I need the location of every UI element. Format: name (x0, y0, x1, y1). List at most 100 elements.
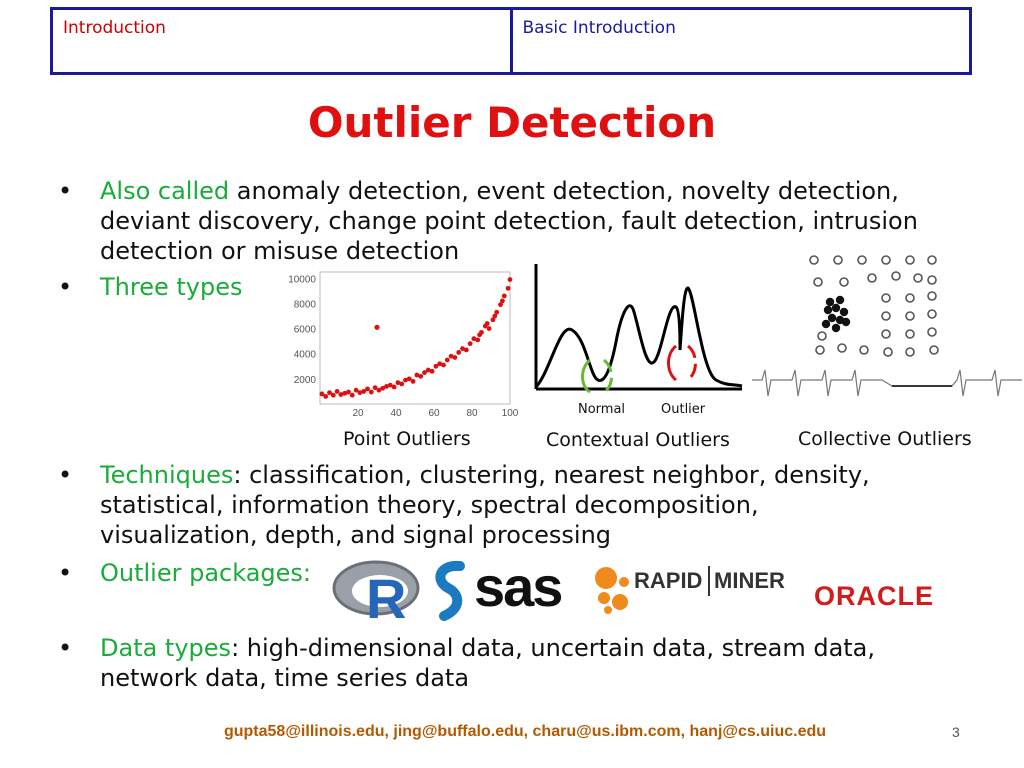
bullet-text: visualization, depth, and signal process… (100, 521, 612, 549)
scatter-point (484, 321, 490, 326)
bullet-text: deviant discovery, change point detectio… (100, 207, 918, 235)
plot-frame (319, 271, 511, 405)
normal-point (891, 271, 901, 281)
collective-outliers-signal (752, 369, 1022, 397)
scatter-point (498, 302, 503, 308)
header-subsection: Basic Introduction (522, 18, 676, 38)
normal-point (927, 291, 937, 301)
scatter-point (441, 362, 446, 368)
bullet-dot: • (58, 177, 73, 205)
r-logo: R (330, 558, 422, 630)
scatter-outlier-point (374, 324, 380, 330)
collective-outlier-point (831, 303, 841, 313)
normal-point (905, 329, 915, 339)
bullet-lead: Techniques (100, 461, 234, 489)
scatter-point (406, 376, 412, 382)
bullet-lead: Data types (100, 634, 232, 662)
collective-outlier-point (821, 319, 831, 329)
normal-point (815, 345, 825, 355)
normal-point (913, 273, 923, 283)
scatter-point (338, 392, 344, 397)
scatter-point (490, 317, 496, 323)
x-tick-label: 20 (352, 408, 364, 419)
bullet-lead: Outlier packages: (100, 559, 312, 587)
collective-outlier-point (831, 323, 841, 333)
normal-point (881, 293, 891, 303)
bullet-dot: • (58, 461, 73, 489)
scatter-point (486, 326, 492, 331)
contextual-outliers-caption: Contextual Outliers (546, 429, 730, 451)
scatter-point (492, 313, 498, 319)
scatter-point (477, 332, 482, 338)
normal-point (905, 347, 915, 357)
scatter-point (437, 361, 443, 367)
rapidminer-text-rapid: RAPID (634, 568, 703, 593)
y-tick-label: 10000 (288, 274, 316, 285)
scatter-point (425, 367, 431, 373)
scatter-point (429, 368, 435, 374)
footer-emails: gupta58@illinois.edu, jing@buffalo.edu, … (223, 723, 827, 740)
normal-point (837, 343, 847, 353)
scatter-point (456, 350, 462, 355)
scatter-point (444, 357, 450, 363)
scatter-point (372, 385, 378, 391)
scatter-point (505, 285, 511, 291)
scatter-point (494, 309, 500, 315)
header-bar: Introduction Basic Introduction (50, 7, 972, 75)
slide-title: Outlier Detection (307, 98, 717, 147)
normal-bracket-right (602, 358, 613, 394)
normal-label: Normal (578, 402, 626, 417)
page-number: 3 (952, 724, 960, 740)
scatter-point (452, 355, 458, 360)
scatter-point (349, 392, 355, 398)
collective-outlier-point (835, 295, 845, 305)
scatter-point (414, 372, 420, 378)
scatter-point (334, 389, 340, 394)
bullet-text: detection or misuse detection (100, 237, 460, 265)
x-tick-label: 100 (502, 408, 519, 419)
scatter-point (342, 390, 348, 396)
scatter-point (410, 378, 416, 384)
contextual-outliers-chart (534, 264, 743, 394)
scatter-point (319, 391, 325, 397)
collective-outliers-caption: Collective Outliers (798, 428, 972, 450)
bullet-lead: Three types (100, 273, 243, 301)
sas-logo: sas (430, 555, 585, 624)
normal-point (905, 255, 915, 265)
normal-point (927, 309, 937, 319)
scatter-point (327, 390, 332, 396)
scatter-point (467, 341, 473, 347)
bullet-lead: Also called (100, 177, 230, 205)
scatter-point (330, 392, 336, 398)
oracle-logo: ORACLE (814, 581, 934, 611)
normal-point (927, 255, 937, 265)
normal-point (905, 311, 915, 321)
scatter-point (433, 363, 439, 369)
outlier-bracket-left (667, 344, 678, 382)
y-tick-label: 6000 (294, 325, 317, 336)
scatter-point (418, 373, 424, 379)
scatter-point (323, 394, 329, 399)
scatter-point (501, 293, 507, 299)
bullet-text: network data, time series data (100, 664, 470, 692)
scatter-point (380, 385, 386, 391)
normal-bracket-left (581, 358, 592, 394)
scatter-point (471, 336, 477, 342)
collective-outlier-point (823, 305, 833, 315)
y-tick-label: 4000 (294, 350, 317, 361)
scatter-point (507, 277, 513, 282)
normal-point (833, 255, 843, 265)
scatter-point (346, 389, 351, 395)
scatter-point (403, 377, 408, 383)
bullet-dot: • (58, 634, 73, 662)
bullet-dot: • (58, 559, 73, 587)
bullet-text: statistical, information theory, spectra… (100, 491, 759, 519)
collective-outlier-point (825, 297, 835, 307)
bullet-text: : classification, clustering, nearest ne… (233, 461, 870, 489)
sas-swirl-icon (435, 560, 465, 621)
scatter-point (463, 347, 469, 353)
outlier-label: Outlier (661, 402, 706, 417)
normal-point (867, 273, 877, 283)
bullet-dot: • (58, 273, 73, 301)
